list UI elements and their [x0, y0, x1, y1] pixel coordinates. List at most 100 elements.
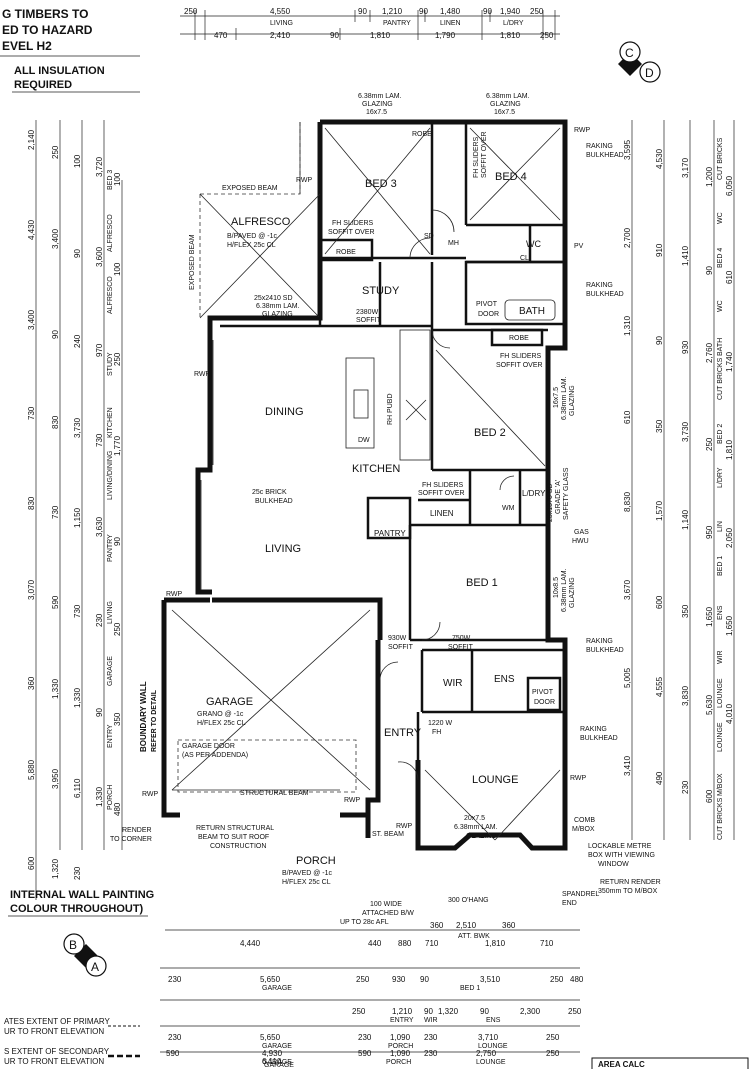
room-kitchen: KITCHEN	[352, 463, 400, 475]
glazing-bed1-1: 10x8.5	[553, 577, 560, 598]
dim-right-6: 910	[655, 243, 664, 257]
dim-left-22: 1,150	[73, 507, 82, 528]
dim-top-5: 90	[419, 7, 428, 16]
dim-right-sub-4: BATH	[717, 338, 724, 356]
pivot-door-2b: DOOR	[534, 699, 555, 706]
dim-right-7: 1,410	[681, 245, 690, 266]
room-lounge: LOUNGE	[472, 774, 518, 786]
dim-top-r2-3: 90	[330, 31, 339, 40]
paint-note-1: INTERNAL WALL PAINTING	[10, 889, 154, 901]
note-line-2: ED TO HAZARD	[2, 23, 93, 37]
fh-sliders-bed2-2: SOFFIT OVER	[496, 362, 543, 369]
dim-top-r2-2: 2,410	[270, 31, 291, 40]
lounge-glazing-3: GLAZING	[466, 833, 497, 840]
dim-bottom-row2-2: 250	[356, 975, 370, 984]
dim-top-4: 1,210	[382, 7, 403, 16]
dim-left-sub-5: LIVING/DINING	[107, 451, 114, 500]
legend-primary-2: UR TO FRONT ELEVATION	[4, 1027, 104, 1036]
dim-bottom-row2-7: 480	[570, 975, 584, 984]
dim-right-14: 1,740	[725, 351, 734, 372]
legend-secondary-2: UR TO FRONT ELEVATION	[4, 1057, 104, 1066]
rwp-1: RWP	[574, 127, 591, 134]
dim-top-r2-6: 1,810	[500, 31, 521, 40]
sd-alfresco-1: 25x2410 SD	[254, 295, 293, 302]
room-l-dry: L/DRY	[522, 489, 546, 498]
room-robe-2: ROBE	[509, 335, 529, 342]
fh-sliders-bed2-1: FH SLIDERS	[500, 353, 542, 360]
dim-bottom-row2-5: 3,510	[480, 975, 501, 984]
dim-right-37: 230	[681, 780, 690, 794]
dim-right-sub-8: LIN	[717, 521, 724, 532]
fh-sliders-linen-2: SOFFIT OVER	[418, 490, 465, 497]
dim-top-6: 1,480	[440, 7, 461, 16]
dim-right-8: 90	[705, 266, 714, 275]
dim-left-7: 90	[73, 249, 82, 258]
dim-right-sub-9: BED 1	[717, 556, 724, 576]
rwp-8: RWP	[570, 775, 587, 782]
glazing-bed1-3: GLAZING	[569, 577, 576, 608]
dim-bottom-row3-1: 1,210	[392, 1007, 413, 1016]
dim-bottom-row2-3: 930	[392, 975, 406, 984]
dim-right-36: 490	[655, 771, 664, 785]
dim-left-32: 1,330	[73, 687, 82, 708]
dim-bottom-row2-4: 90	[420, 975, 429, 984]
dim-left-16: 830	[51, 415, 60, 429]
dim-bottom-row1-1: 440	[368, 939, 382, 948]
dim-right-sub-14: M/BOX	[717, 773, 724, 796]
dim-bottom-row2-6: 250	[550, 975, 564, 984]
dim-bottom-row3-2: 90	[424, 1007, 433, 1016]
dim-left-4: 100	[113, 172, 122, 186]
dim-left-14: 250	[113, 352, 122, 366]
gas-hwu-1: GAS	[574, 529, 589, 536]
dim-right-33: 5,630	[705, 694, 714, 715]
raking-1a: RAKING	[586, 143, 613, 150]
dim-left-41: 1,320	[51, 858, 60, 879]
attached-bw-2: ATTACHED B/W	[362, 910, 414, 917]
room-bed2: BED 2	[474, 427, 506, 439]
dim-bottom-row4_sub-2: LOUNGE	[478, 1043, 508, 1050]
dim-top-2: 4,550	[270, 7, 291, 16]
raking-4b: BULKHEAD	[580, 735, 618, 742]
rh-pubd: RH PUBD	[387, 393, 394, 425]
dim-bottom-row5-2: 590	[358, 1049, 372, 1058]
dim-top-r2-4: 1,810	[370, 31, 391, 40]
fh-sliders-linen-1: FH SLIDERS	[422, 482, 464, 489]
dim-bottom-row1-4: 1,810	[485, 939, 506, 948]
note-line-1: G TIMBERS TO	[2, 7, 88, 21]
dim-left-31: 1,330	[51, 678, 60, 699]
return-render-2: 350mm TO M/BOX	[598, 888, 658, 895]
dim-right-4: 6,050	[725, 175, 734, 196]
render-corner-1: RENDER	[122, 827, 152, 834]
dim-bottom-row4-1: 5,650	[260, 1033, 281, 1042]
dim-left-3: 3,720	[95, 156, 104, 177]
dim-top-sub-2: PANTRY	[383, 20, 411, 27]
raking-4a: RAKING	[580, 726, 607, 733]
dim-bottom-row6-0: 6,110	[262, 1057, 282, 1066]
dim-bottom-row1-0: 4,440	[240, 939, 261, 948]
dim-right-sub-13: LOUNGE	[717, 722, 724, 752]
gas-hwu-2: HWU	[572, 538, 589, 545]
room-robe-4: ROBE	[412, 131, 432, 138]
glazing-bed3-1: 6.38mm LAM.	[358, 93, 402, 100]
dim-bottom-row3-0: 250	[352, 1007, 366, 1016]
dim-left-sub-6: PANTRY	[107, 534, 114, 562]
dim-att-3: 360	[502, 921, 516, 930]
dim-bottom-row3_sub-2: ENS	[486, 1017, 501, 1024]
room-living: LIVING	[265, 543, 301, 555]
dim-top-sub-4: L/DRY	[503, 20, 524, 27]
dim-bottom-row4-5: 3,710	[478, 1033, 499, 1042]
fh-sliders-bed4-1: FH SLIDERS	[473, 136, 480, 178]
porch-spec-2: H/FLEX 25c CL	[282, 879, 331, 886]
dim-left-39: 480	[113, 802, 122, 816]
dim-bottom-row5-5: 2,750	[476, 1049, 497, 1058]
fh-sliders-bed3-1: FH SLIDERS	[332, 220, 374, 227]
porch-spec-1: B/PAVED @ -1c	[282, 870, 333, 877]
dim-left-23: 3,630	[95, 516, 104, 537]
glazing-bed2-3: GLAZING	[569, 385, 576, 416]
lounge-glazing-2: 6.38mm LAM.	[454, 824, 498, 831]
dim-left-25: 3,070	[27, 579, 36, 600]
dim-bottom-row5-0: 590	[166, 1049, 180, 1058]
dim-bottom-row6_sub-0: GARAGE	[264, 1062, 294, 1069]
cl: CL	[520, 255, 529, 262]
